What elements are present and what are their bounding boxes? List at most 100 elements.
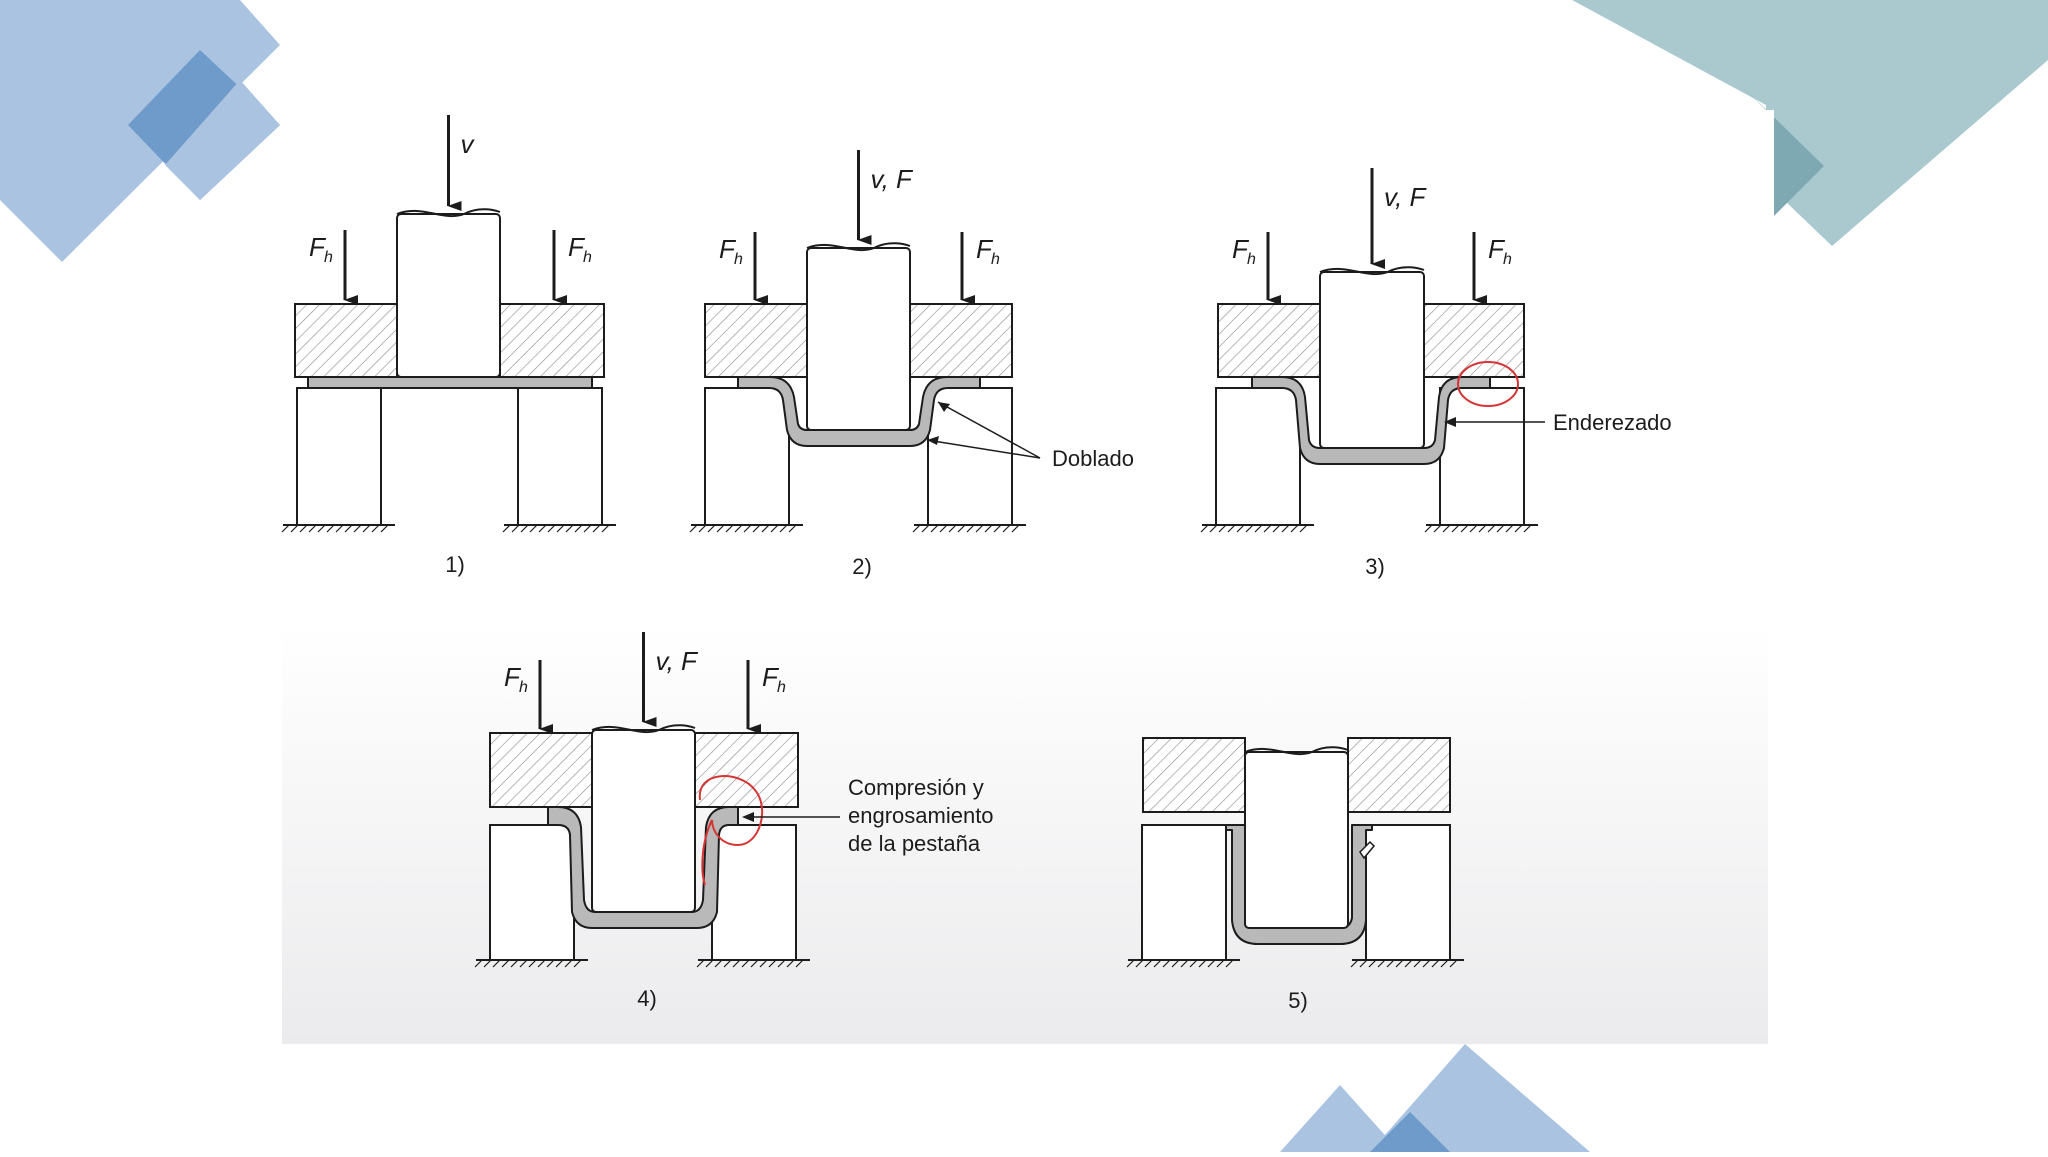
ground-hatch [696,959,705,968]
ground-hatch [1523,524,1532,533]
ground-hatch [786,959,795,968]
ground-hatch [380,524,389,533]
ground-hatch [1487,524,1496,533]
ground-hatch [308,524,317,533]
ground-hatch [698,524,707,533]
holder-force-text: F [568,232,586,262]
ground-hatch [1424,524,1433,533]
leader-doblado-head-2 [927,436,939,445]
ground-hatch [483,959,492,968]
ground-hatch [1218,524,1227,533]
ground-hatch [1171,959,1180,968]
ground-hatch [1496,524,1505,533]
label-enderezado: Enderezado [1553,410,1672,435]
ground-hatch [1299,524,1308,533]
holder-force-text: F [1232,234,1250,264]
ground-hatch [707,524,716,533]
step-label: 3) [1365,554,1385,579]
holder-force-subscript: h [777,679,786,696]
ground-hatch [326,524,335,533]
ground-hatch [1272,524,1281,533]
ground-hatch [750,959,759,968]
label-compresion-2: engrosamiento [848,803,994,828]
ground-hatch [714,959,723,968]
ground-hatch [1227,524,1236,533]
decoration-top-right [1572,0,2048,246]
ground-hatch [1377,959,1386,968]
ground-hatch [564,959,573,968]
ground-hatch [1505,524,1514,533]
ground-hatch [1431,959,1440,968]
ground-hatch [795,959,804,968]
ground-hatch [1180,959,1189,968]
ground-hatch [1198,959,1207,968]
ground-hatch [371,524,380,533]
ground-hatch [770,524,779,533]
leader-enderezado-head [1444,417,1456,427]
ground-hatch [511,524,520,533]
ground-hatch [519,959,528,968]
ground-hatch [555,959,564,968]
ground-hatch [984,524,993,533]
ground-hatch [768,959,777,968]
ground-hatch [1433,524,1442,533]
holder-force-subscript: h [1503,251,1512,268]
ground-hatch [723,959,732,968]
ground-hatch [1236,524,1245,533]
step-label: 5) [1288,988,1308,1013]
ground-hatch [743,524,752,533]
blank-holder-left [1217,303,1321,378]
die-right [1365,824,1451,961]
sheet-metal [737,376,981,447]
red-annotation-scribble [698,775,764,886]
red-annotation-circle [1457,361,1519,407]
ground-hatch [510,959,519,968]
ground-hatch [1290,524,1299,533]
punch-force-label: v, F [871,164,915,194]
ground-hatch [930,524,939,533]
blank-holder-left [704,303,808,378]
ground-hatch [281,524,290,533]
blank-holder-left [1142,737,1246,813]
ground-hatch [529,524,538,533]
ground-hatch [966,524,975,533]
die-right [517,387,603,526]
punch [591,729,696,913]
ground-hatch [957,524,966,533]
ground-hatch [1245,524,1254,533]
holder-force-text: F [504,662,522,692]
ground-hatch [528,959,537,968]
stage-5: 5) [1126,737,1464,1013]
punch [1244,751,1349,929]
punch-force-label: v, F [1384,182,1428,212]
die-right [711,824,797,961]
punch-top-edge [1244,746,1349,756]
ground-hatch [1460,524,1469,533]
blank-holder-right [499,303,605,378]
punch [806,247,911,431]
ground-hatch [1368,959,1377,968]
ground-hatch [353,524,362,533]
sheet-metal [1251,376,1491,465]
label-compresion-3: de la pestaña [848,831,981,856]
ground-hatch [1449,959,1458,968]
die-left [1215,387,1301,526]
ground-hatch [1440,959,1449,968]
ground-hatch [1002,524,1011,533]
ground-hatch [1422,959,1431,968]
ground-hatch [1209,524,1218,533]
ground-hatch [912,524,921,533]
ground-hatch [583,524,592,533]
holder-force-subscript: h [324,249,333,266]
ground-hatch [362,524,371,533]
ground-hatch [520,524,529,533]
ground-hatch [1225,959,1234,968]
holder-force-subscript: h [1247,251,1256,268]
ground-hatch [299,524,308,533]
